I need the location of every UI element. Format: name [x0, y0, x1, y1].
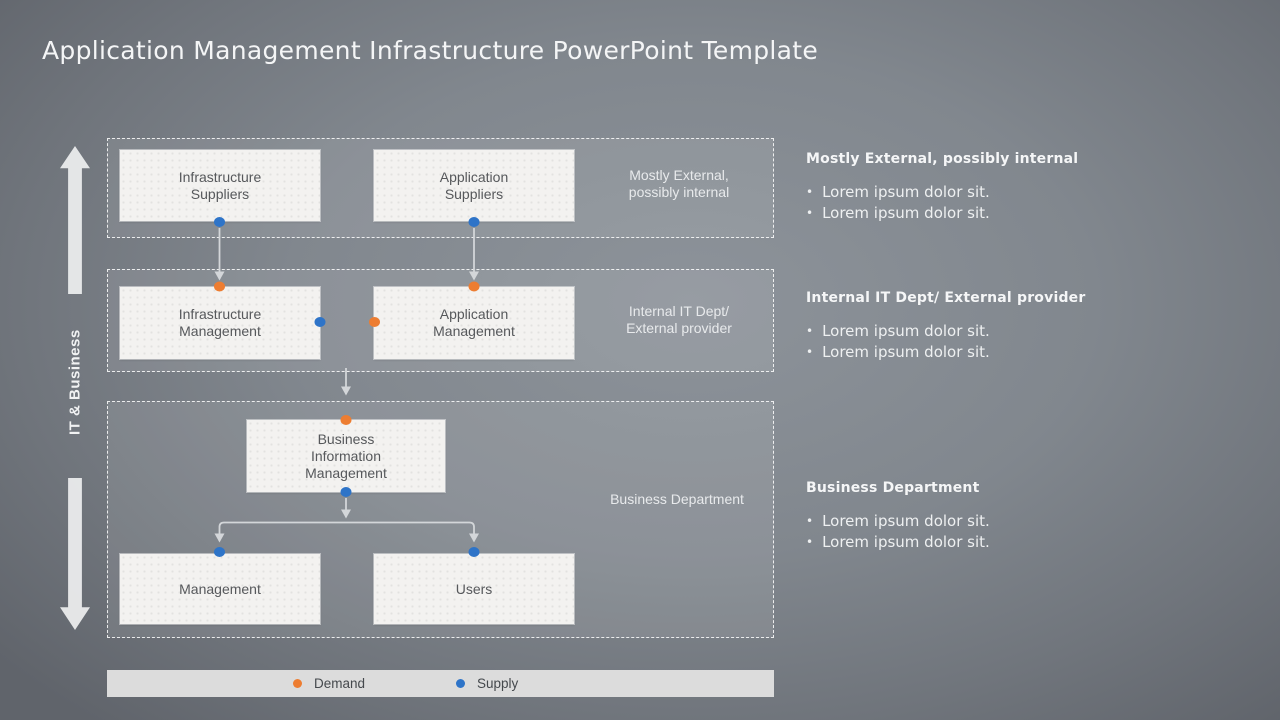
box-business-information-management: Business Information Management	[247, 420, 445, 492]
box-application-suppliers: Application Suppliers	[374, 150, 574, 221]
box-infrastructure-suppliers: Infrastructure Suppliers	[120, 150, 320, 221]
list-item: • Lorem ipsum dolor sit.	[806, 533, 1146, 554]
note-heading: Mostly External, possibly internal	[806, 151, 1079, 167]
demand-dot-icon	[293, 679, 302, 688]
band-label-it-management: Internal IT Dept/ External provider	[626, 303, 732, 336]
list-item: • Lorem ipsum dolor sit.	[806, 343, 1146, 364]
bullet-text: Lorem ipsum dolor sit.	[822, 532, 990, 551]
box-management: Management	[120, 554, 320, 624]
bullet-text: Lorem ipsum dolor sit.	[822, 342, 990, 361]
box-infrastructure-management: Infrastructure Management	[120, 287, 320, 359]
note-heading: Internal IT Dept/ External provider	[806, 290, 1086, 306]
slide-title: Application Management Infrastructure Po…	[42, 36, 819, 65]
bullet-text: Lorem ipsum dolor sit.	[822, 322, 990, 340]
note-it-management: Internal IT Dept/ External provider • Lo…	[806, 289, 1146, 363]
legend-item-supply: Supply	[456, 670, 518, 697]
band-label-suppliers: Mostly External, possibly internal	[628, 167, 730, 200]
axis-label: IT & Business	[66, 329, 84, 436]
bullet-text: Lorem ipsum dolor sit.	[822, 203, 990, 222]
bullet-icon: •	[806, 344, 814, 359]
legend-label-supply: Supply	[477, 676, 519, 691]
note-business-department: Business Department • Lorem ipsum dolor …	[806, 479, 1146, 553]
note-bullet-list: • Lorem ipsum dolor sit. • Lorem ipsum d…	[806, 322, 1146, 363]
bullet-text: Lorem ipsum dolor sit.	[822, 183, 990, 201]
legend-item-demand: Demand	[293, 670, 365, 697]
legend-label-demand: Demand	[314, 676, 366, 691]
list-item: • Lorem ipsum dolor sit.	[806, 322, 1146, 343]
list-item: • Lorem ipsum dolor sit.	[806, 183, 1146, 204]
band-label-business-department: Business Department	[610, 491, 744, 507]
note-bullet-list: • Lorem ipsum dolor sit. • Lorem ipsum d…	[806, 512, 1146, 553]
list-item: • Lorem ipsum dolor sit.	[806, 512, 1146, 533]
bullet-icon: •	[806, 514, 814, 528]
axis-down-arrow-icon	[60, 478, 90, 630]
note-heading: Business Department	[806, 480, 980, 496]
box-users: Users	[374, 554, 574, 624]
legend-bar: Demand Supply	[107, 670, 774, 697]
bullet-icon: •	[806, 205, 814, 220]
bullet-icon: •	[806, 185, 814, 199]
note-bullet-list: • Lorem ipsum dolor sit. • Lorem ipsum d…	[806, 183, 1146, 224]
bullet-text: Lorem ipsum dolor sit.	[822, 512, 990, 530]
axis-up-arrow-icon	[60, 146, 90, 294]
bullet-icon: •	[806, 534, 814, 549]
note-suppliers: Mostly External, possibly internal • Lor…	[806, 150, 1146, 224]
supply-dot-icon	[456, 679, 465, 688]
box-application-management: Application Management	[374, 287, 574, 359]
list-item: • Lorem ipsum dolor sit.	[806, 204, 1146, 225]
bullet-icon: •	[806, 324, 814, 338]
